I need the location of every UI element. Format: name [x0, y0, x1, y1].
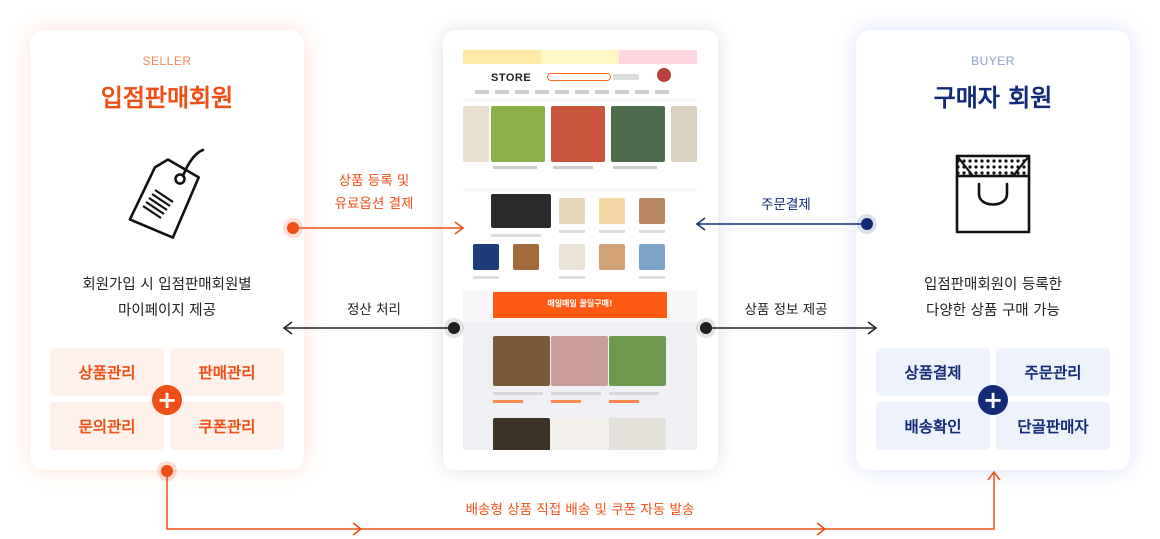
- price-tag-icon: [117, 146, 217, 246]
- store-mockup-card: STORE: [443, 30, 718, 470]
- feature-product-payment: 상품결제: [876, 348, 990, 396]
- arrowhead-bottom-2: [816, 522, 827, 536]
- label-store-to-buyer: 상품 정보 제공: [744, 302, 828, 318]
- buyer-card: BUYER 구매자 회원 입점판매회원이 등록한 다양한 상품 구매 가능 상품…: [856, 30, 1130, 470]
- label-seller-to-store-line1: 상품 등록 및: [338, 173, 410, 189]
- label-store-to-seller: 정산 처리: [347, 302, 401, 318]
- store-logo: STORE: [491, 72, 532, 84]
- buyer-description: 입점판매회원이 등록한 다양한 상품 구매 가능: [856, 272, 1130, 324]
- featured-products: [463, 102, 697, 188]
- header-button: [613, 74, 639, 80]
- arrowhead-bottom-1: [352, 522, 363, 536]
- feature-coupon-management: 쿠폰관리: [170, 402, 284, 450]
- seller-card: SELLER 입점판매회원 회원가입 시 입점판매회원별 마이페이지 제공 상품…: [30, 30, 304, 470]
- store-to-buyer-dot: [700, 322, 712, 334]
- seller-eyebrow: SELLER: [142, 54, 192, 68]
- feature-product-management: 상품관리: [50, 348, 164, 396]
- top-banners: [463, 50, 697, 64]
- shopping-bag-icon: [943, 146, 1043, 246]
- plus-icon: +: [978, 385, 1008, 415]
- daily-deal-banner: 매일매일 꿀딜구매!: [493, 292, 667, 318]
- buyer-title: 구매자 회원: [933, 84, 1053, 112]
- store-nav: [463, 87, 697, 97]
- label-bottom-flow: 배송형 상품 직접 배송 및 쿠폰 자동 발송: [465, 502, 695, 518]
- store-screenshot: STORE: [463, 50, 697, 450]
- buyer-desc-line1: 입점판매회원이 등록한: [923, 277, 1062, 293]
- store-to-seller-dot: [448, 322, 460, 334]
- daily-deal-text: 매일매일 꿀딜구매!: [547, 299, 613, 308]
- seller-desc-line2: 마이페이지 제공: [118, 303, 216, 319]
- plus-icon: +: [152, 385, 182, 415]
- buyer-eyebrow: BUYER: [971, 54, 1015, 68]
- feature-favorite-seller: 단골판매자: [996, 402, 1110, 450]
- feature-order-management: 주문관리: [996, 348, 1110, 396]
- feature-inquiry-management: 문의관리: [50, 402, 164, 450]
- feature-sales-management: 판매관리: [170, 348, 284, 396]
- bottom-path-start-dot: [161, 465, 173, 477]
- avatar: [657, 68, 671, 82]
- buyer-to-store-dot: [861, 218, 873, 230]
- product-grid: [463, 322, 697, 450]
- label-seller-to-store-line2: 유료옵션 결제: [334, 196, 414, 212]
- seller-title: 입점판매회원: [100, 84, 234, 112]
- store-search-bar: [547, 73, 611, 81]
- arrowhead-bottom-up: [987, 470, 1001, 481]
- seller-to-store-dot: [287, 222, 299, 234]
- seller-description: 회원가입 시 입점판매회원별 마이페이지 제공: [30, 272, 304, 324]
- label-buyer-to-store: 주문결제: [761, 197, 811, 213]
- label-seller-to-store: 상품 등록 및 유료옵션 결제: [314, 170, 434, 216]
- seller-desc-line1: 회원가입 시 입점판매회원별: [82, 277, 252, 293]
- feature-delivery-check: 배송확인: [876, 402, 990, 450]
- promo-products: [463, 192, 697, 290]
- buyer-desc-line2: 다양한 상품 구매 가능: [926, 303, 1060, 319]
